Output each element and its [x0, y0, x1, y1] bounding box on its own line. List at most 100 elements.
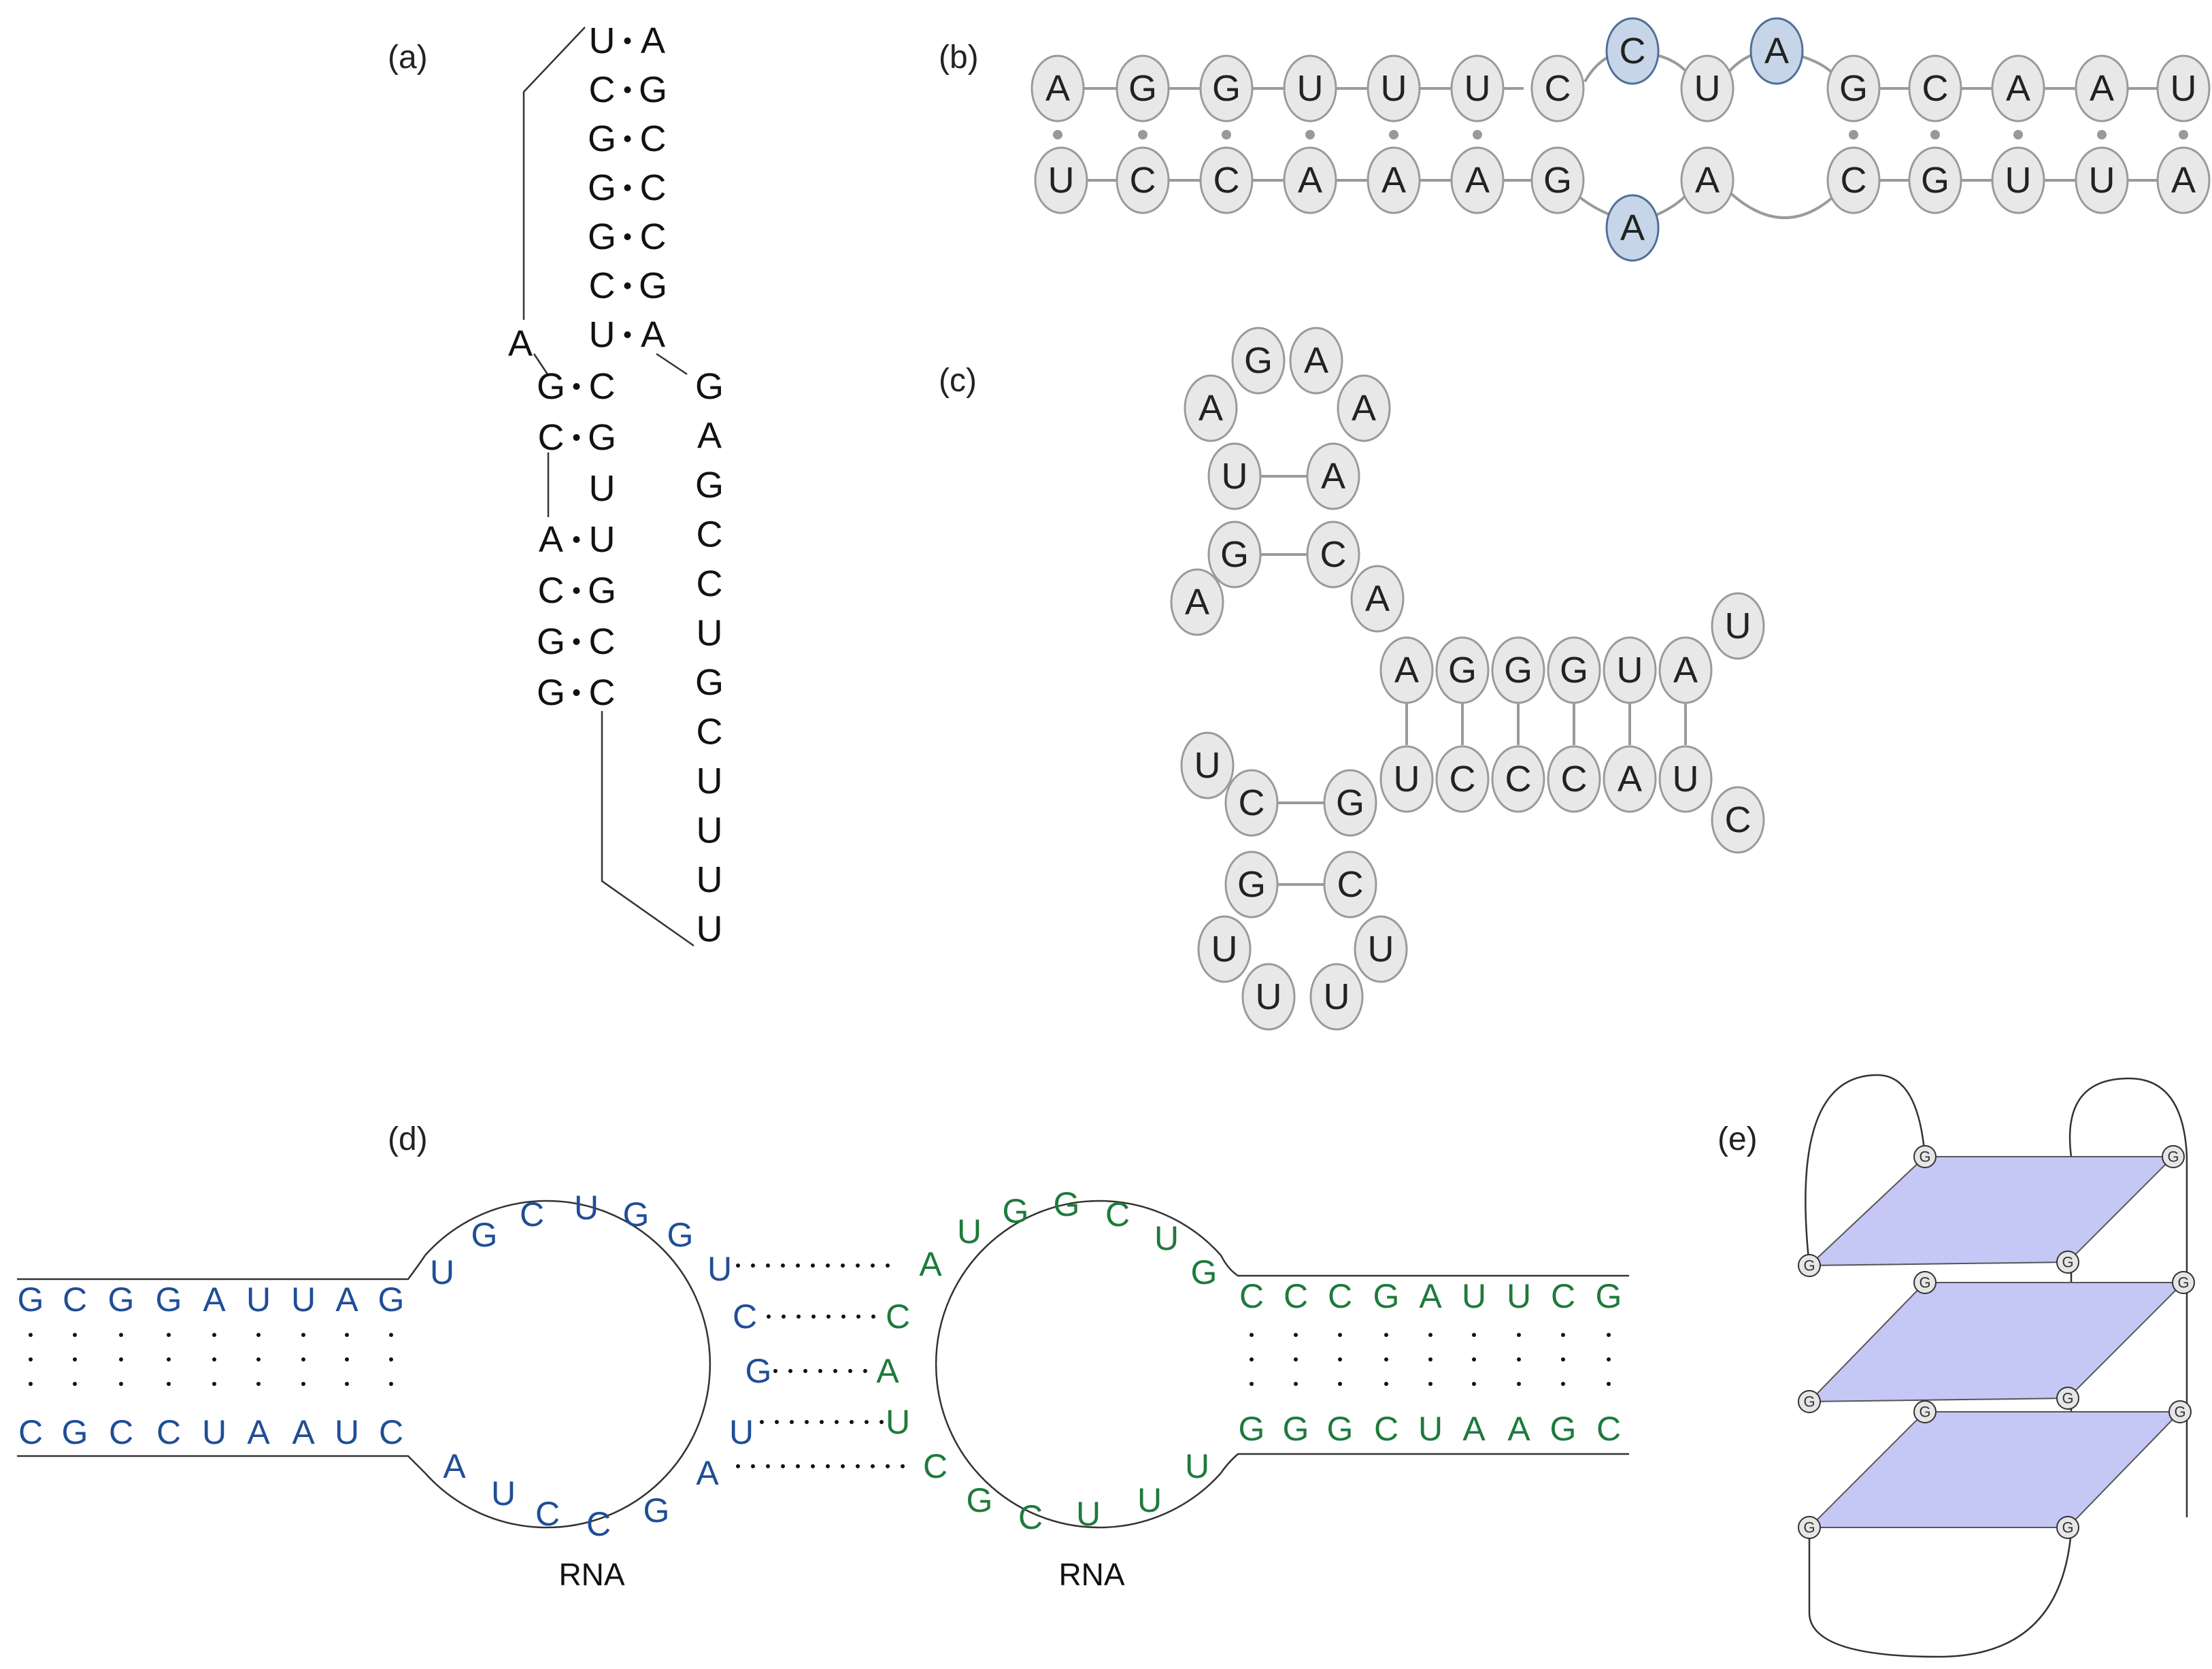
interaction-dot [856, 1464, 860, 1468]
right-bottom-nucleotide: C [1596, 1410, 1621, 1448]
right-top-nucleotide: C [1328, 1277, 1352, 1315]
stem-top-nucleotide-bubble [1379, 636, 1434, 704]
pair-dot [1250, 1382, 1254, 1386]
panel-d-left-loop [424, 1200, 711, 1529]
pair-dot [1294, 1333, 1298, 1337]
right-bottom-nucleotide: G [1239, 1410, 1265, 1448]
right-loop-nucleotide: C [923, 1447, 948, 1485]
pair-dot [1472, 1333, 1476, 1337]
nucleotide: C [589, 621, 616, 662]
interaction-dot [826, 1263, 830, 1268]
right-top-nucleotide: U [1507, 1277, 1531, 1315]
hairpin1-nucleotide: A [1352, 388, 1376, 429]
pair-dot [1338, 1357, 1342, 1361]
interaction-dot [886, 1263, 890, 1268]
pair-dot [2097, 130, 2107, 139]
pair-dot [1472, 1382, 1476, 1386]
nucleotide-bottom: G [1543, 160, 1572, 201]
hairpin2-nucleotide-bubble [1323, 850, 1377, 919]
interaction-dot [841, 1464, 845, 1468]
right-loop-nucleotide: C [1105, 1195, 1130, 1234]
panel-b-label: (b) [939, 39, 979, 76]
pair-dot [1053, 130, 1062, 139]
pair-dot [1561, 1382, 1565, 1386]
nucleotide-bottom-bubble [1367, 146, 1421, 214]
pair-dot [1250, 1357, 1254, 1361]
right-top-nucleotide: U [1462, 1277, 1486, 1315]
nucleotide-top: G [1212, 68, 1241, 109]
nucleotide-bottom: A [1381, 160, 1406, 201]
nucleotide-bottom: U [1048, 160, 1075, 201]
guanine-node [1913, 1271, 1937, 1294]
stem-top-nucleotide-bubble [1435, 636, 1490, 704]
right-bottom-nucleotide: A [1462, 1410, 1486, 1448]
stem-bottom-nucleotide: C [1561, 759, 1588, 799]
pair-dot [29, 1382, 33, 1386]
pair-dot [1305, 130, 1315, 139]
pair-dot [1517, 1382, 1521, 1386]
nucleotide: G [639, 69, 667, 110]
nucleotide-top-bubble [1826, 54, 1881, 122]
pair-dot [1428, 1382, 1432, 1386]
nucleotide-top: A [2006, 68, 2030, 109]
pair-dot [29, 1333, 33, 1337]
pair-dot [389, 1357, 393, 1361]
stem-top-nucleotide-bubble [1711, 592, 1765, 660]
hairpin1-nucleotide: A [1321, 456, 1345, 497]
hairpin2-nucleotide-bubble [1241, 963, 1296, 1031]
stem-top-nucleotide: A [1673, 650, 1698, 691]
nucleotide: G [537, 366, 565, 407]
nucleotide-top: A [1764, 31, 1789, 71]
hairpin1-nucleotide: A [1185, 582, 1209, 623]
interaction-dot [826, 1464, 830, 1468]
stem-top-nucleotide-bubble [1658, 636, 1713, 704]
hairpin2-nucleotide-bubble [1354, 915, 1408, 983]
tail-nucleotide: G [695, 662, 724, 703]
interaction-dot [781, 1464, 785, 1468]
right-bottom-nucleotide: C [1374, 1410, 1398, 1448]
nucleotide: C [640, 216, 667, 257]
interaction-dot [803, 1369, 807, 1373]
interaction-dot [820, 1420, 824, 1424]
nucleotide: C [589, 69, 616, 110]
right-loop-nucleotide: U [1137, 1481, 1162, 1519]
nucleotide-top: U [2171, 68, 2197, 109]
hairpin1-nucleotide-bubble [1350, 565, 1405, 633]
pair-dot [2013, 130, 2023, 139]
guanine-node [2056, 1251, 2079, 1274]
hairpin2-nucleotide: U [1211, 929, 1238, 970]
hairpin2-nucleotide: U [1194, 745, 1221, 786]
nucleotide-bottom: C [1841, 160, 1867, 201]
right-bottom-nucleotide: G [1550, 1410, 1577, 1448]
pair-dot [573, 638, 580, 645]
left-loop-nucleotide: G [643, 1491, 670, 1530]
tail-nucleotide: C [697, 514, 723, 555]
panel-d-label: (d) [388, 1121, 428, 1157]
nucleotide-bottom-bubble [1283, 146, 1337, 214]
pair-dot [301, 1333, 305, 1337]
pair-dot [1517, 1357, 1521, 1361]
pair-dot [1338, 1382, 1342, 1386]
pair-dot [345, 1382, 349, 1386]
hairpin1-nucleotide: G [1220, 534, 1249, 575]
left-bottom-nucleotide: A [247, 1413, 270, 1451]
nucleotide-top: U [1694, 68, 1721, 109]
stem-bottom-nucleotide: C [1449, 759, 1476, 799]
guanine-node [1913, 1145, 1937, 1168]
hairpin1-nucleotide-bubble [1306, 442, 1360, 510]
left-top-nucleotide: A [335, 1280, 358, 1319]
nucleotide: C [589, 672, 616, 713]
pair-dot [389, 1333, 393, 1337]
nucleotide-top-bubble [1116, 54, 1170, 122]
nucleotide-top: U [1464, 68, 1491, 109]
nucleotide: C [640, 167, 667, 208]
stem-top-nucleotide: U [1725, 606, 1752, 646]
pair-dot [624, 37, 631, 44]
hairpin2-nucleotide-bubble [1180, 731, 1235, 799]
right-loop-nucleotide: U [1076, 1495, 1101, 1533]
guanine-label: G [2174, 1404, 2185, 1421]
guanine-label: G [1803, 1519, 1815, 1536]
nucleotide-bottom: A [1465, 160, 1490, 201]
interaction-dot [782, 1315, 786, 1319]
